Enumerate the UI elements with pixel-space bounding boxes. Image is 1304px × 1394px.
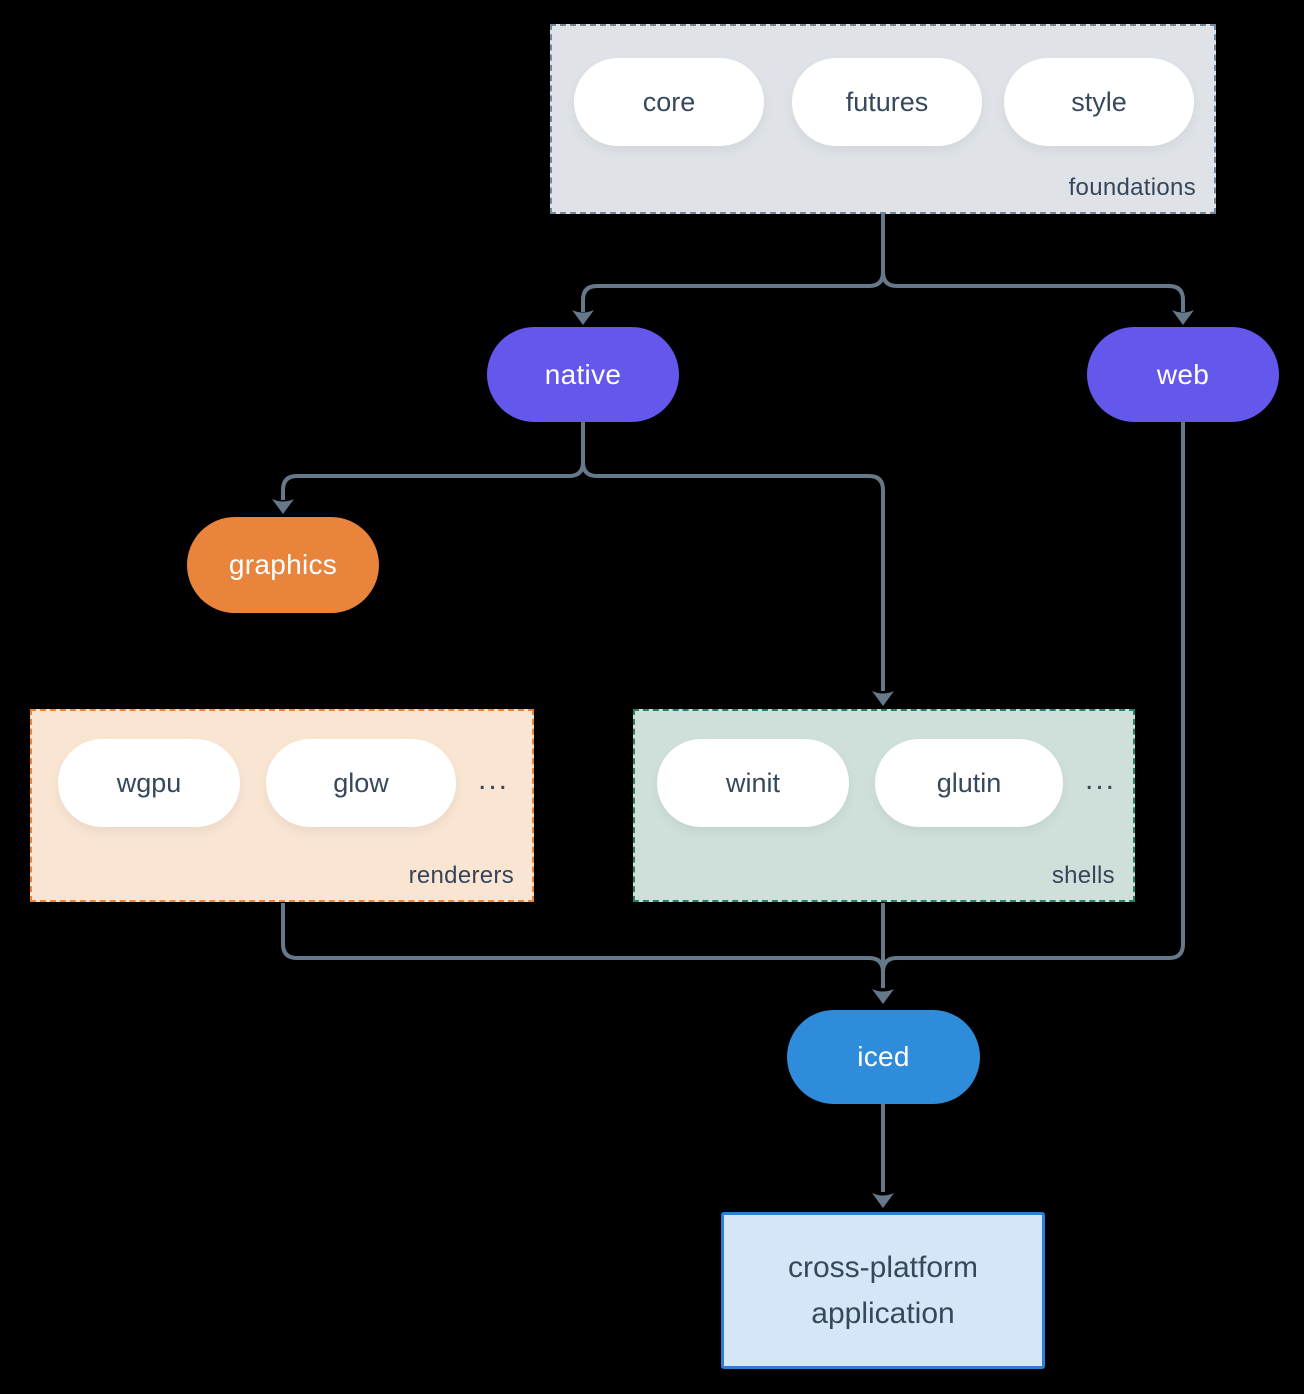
foundations-label: foundations	[1068, 174, 1196, 201]
pill-core: core	[574, 58, 764, 146]
application-node: cross-platform application	[721, 1212, 1045, 1369]
pill-glow-label: glow	[333, 767, 389, 798]
connector-foundations-native	[581, 214, 885, 312]
web-node-label: web	[1156, 358, 1210, 390]
pill-glow: glow	[266, 739, 456, 827]
foundations-group: core futures style foundations	[550, 24, 1216, 214]
pill-style: style	[1004, 58, 1194, 146]
pill-glutin-label: glutin	[936, 767, 1002, 798]
pill-core-label: core	[642, 86, 696, 117]
connector-renderers-iced	[281, 903, 885, 973]
pill-wgpu: wgpu	[58, 739, 240, 827]
application-label-line2: application	[811, 1296, 955, 1330]
web-node: web	[1087, 327, 1279, 422]
shells-ellipsis: ...	[1085, 763, 1117, 796]
pill-glutin: glutin	[875, 739, 1063, 827]
renderers-label: renderers	[408, 862, 514, 889]
pill-winit-label: winit	[725, 767, 780, 798]
pill-futures: futures	[792, 58, 982, 146]
renderers-ellipsis: ...	[478, 763, 510, 796]
arrowhead-iced	[872, 989, 894, 1004]
renderers-group: wgpu glow ... renderers	[30, 709, 534, 902]
arrowhead-shells	[872, 691, 894, 706]
application-label-line1: cross-platform	[787, 1250, 979, 1284]
arrowhead-web	[1172, 310, 1194, 325]
pill-winit: winit	[657, 739, 849, 827]
arrowhead-native	[572, 310, 594, 325]
connector-native-graphics	[281, 422, 585, 500]
native-node: native	[487, 327, 679, 422]
iced-node-label: iced	[857, 1041, 910, 1072]
native-node-label: native	[544, 358, 622, 390]
iced-node: iced	[787, 1010, 980, 1104]
connector-native-shells	[581, 422, 885, 691]
shells-group: winit glutin ... shells	[633, 709, 1135, 902]
pill-futures-label: futures	[845, 86, 929, 117]
arrowhead-graphics	[272, 499, 294, 514]
graphics-node: graphics	[187, 517, 379, 613]
pill-wgpu-label: wgpu	[116, 767, 182, 798]
shells-label: shells	[1051, 862, 1115, 889]
graphics-node-label: graphics	[228, 549, 338, 580]
pill-style-label: style	[1071, 86, 1127, 117]
arrowhead-application	[872, 1193, 894, 1208]
connector-foundations-web	[881, 214, 1185, 312]
